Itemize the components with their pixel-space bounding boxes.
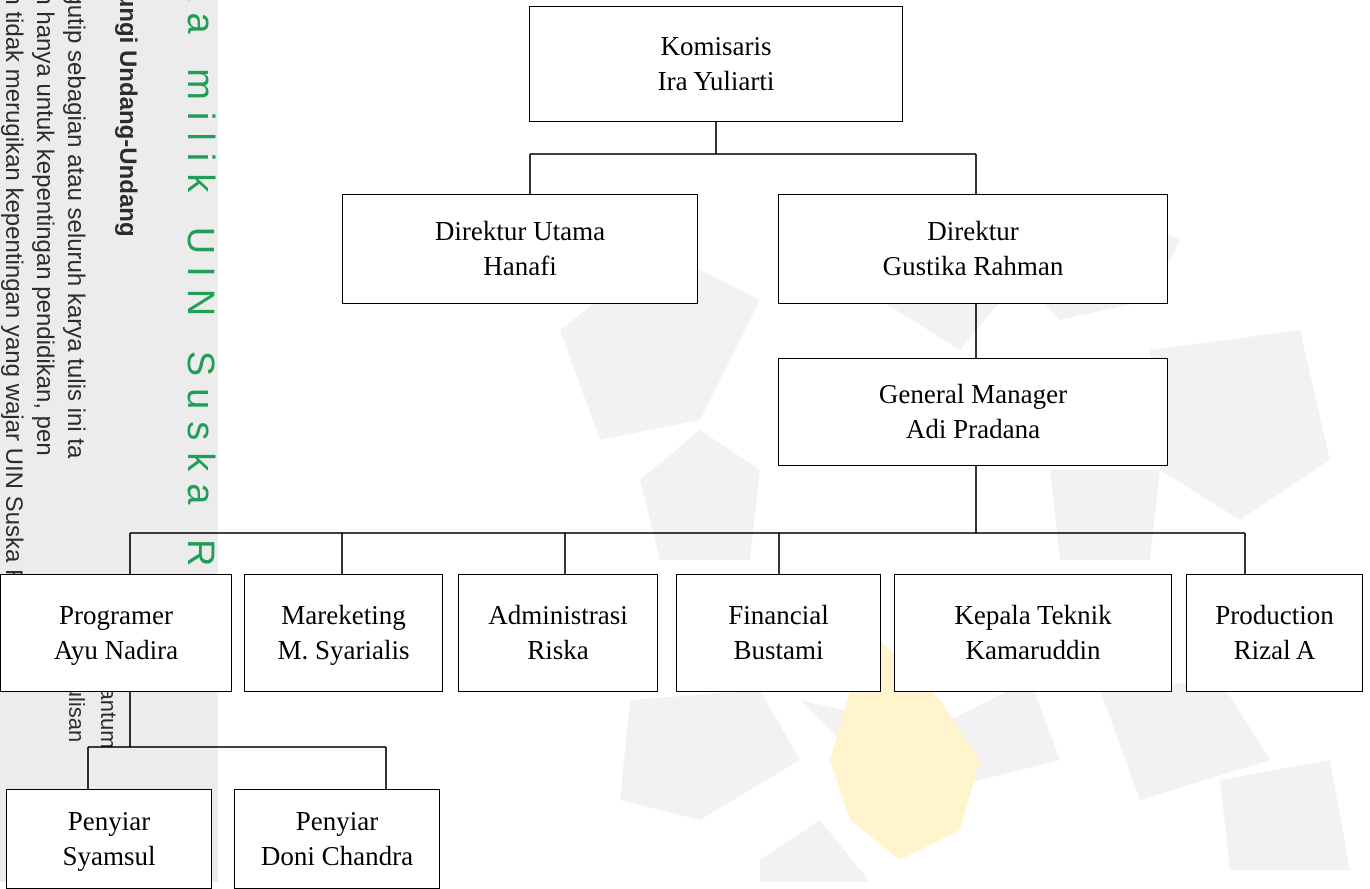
box-person: Gustika Rahman <box>882 251 1064 281</box>
box-person: Syamsul <box>62 841 156 871</box>
box-role: Administrasi <box>488 600 628 631</box>
box-role: Financial <box>728 600 829 631</box>
box-person: Doni Chandra <box>260 841 414 871</box>
box-role: Direktur <box>927 216 1019 247</box>
box-department: Production Rizal A <box>1186 574 1363 692</box>
box-role: Komisaris <box>660 31 772 62</box>
box-role: Direktur Utama <box>434 216 606 247</box>
box-person: Ayu Nadira <box>53 635 179 665</box>
box-role: General Manager <box>878 379 1068 410</box>
box-direktur: Direktur Gustika Rahman <box>778 194 1168 304</box>
box-penyiar: Penyiar Syamsul <box>6 789 212 889</box>
box-person: Rizal A <box>1233 635 1316 665</box>
box-person: Ira Yuliarti <box>657 66 775 96</box>
box-role: Mareketing <box>281 600 406 631</box>
box-department: Mareketing M. Syarialis <box>244 574 443 692</box>
box-penyiar: Penyiar Doni Chandra <box>234 789 440 889</box>
box-role: Kepala Teknik <box>954 600 1112 631</box>
box-direktur-utama: Direktur Utama Hanafi <box>342 194 698 304</box>
box-role: Programer <box>59 600 173 631</box>
box-department: Kepala Teknik Kamaruddin <box>894 574 1172 692</box>
copyright-side-band <box>0 0 218 882</box>
box-department: Programer Ayu Nadira <box>0 574 232 692</box>
box-komisaris: Komisaris Ira Yuliarti <box>529 6 903 122</box>
box-department: Financial Bustami <box>676 574 881 692</box>
box-department: Administrasi Riska <box>458 574 658 692</box>
box-role: Penyiar <box>295 806 379 837</box>
box-person: M. Syarialis <box>277 635 410 665</box>
box-person: Kamaruddin <box>965 635 1101 665</box>
box-person: Adi Pradana <box>905 414 1041 444</box>
box-person: Bustami <box>733 635 824 665</box>
box-general-manager: General Manager Adi Pradana <box>778 358 1168 466</box>
box-role: Penyiar <box>67 806 151 837</box>
box-person: Riska <box>527 635 589 665</box>
box-person: Hanafi <box>483 251 557 281</box>
box-role: Production <box>1215 600 1334 631</box>
